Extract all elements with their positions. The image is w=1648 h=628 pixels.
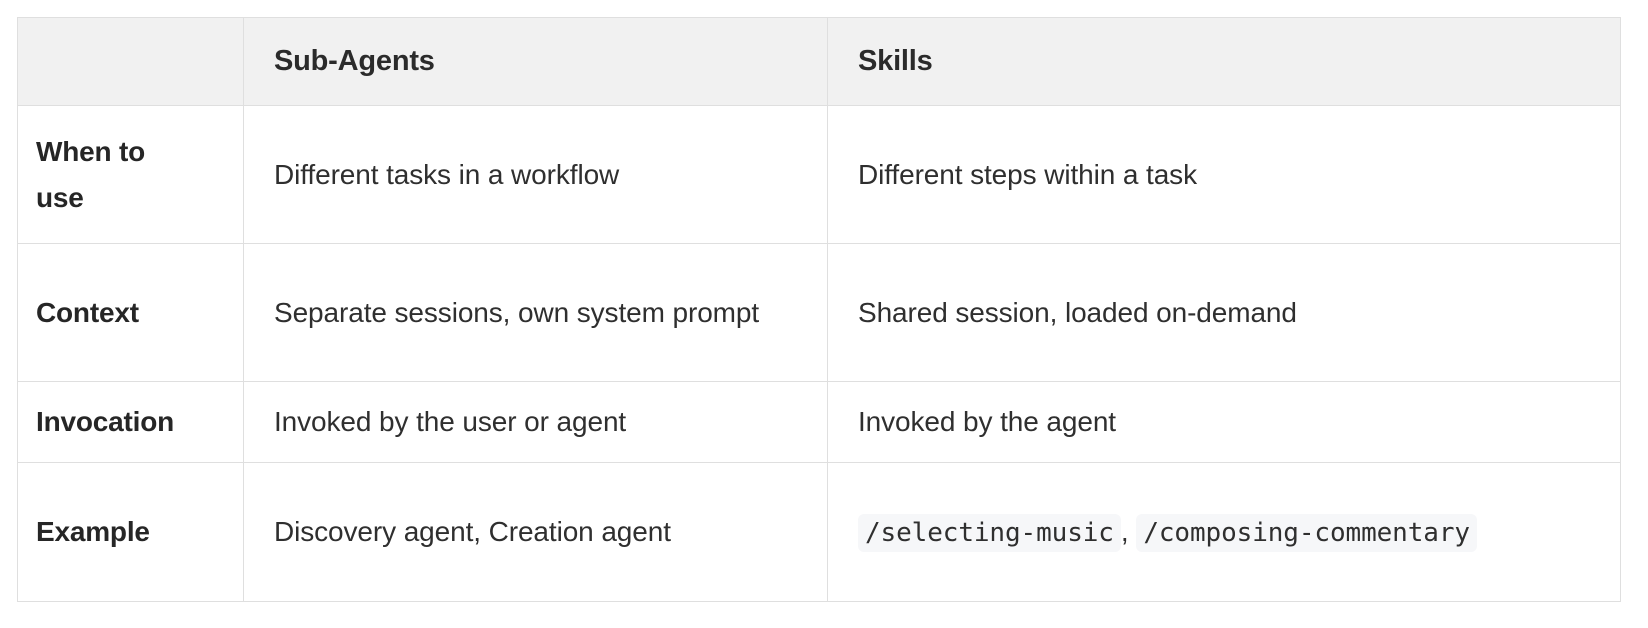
cell-skills-invocation: Invoked by the agent (827, 381, 1621, 463)
table-row: Invocation Invoked by the user or agent … (17, 381, 1621, 463)
cell-text: Different tasks in a workflow (274, 158, 620, 190)
cell-text: Discovery agent, Creation agent (274, 516, 671, 548)
table-row: When to use Different tasks in a workflo… (17, 105, 1621, 244)
cell-sub-agents-when-to-use: Different tasks in a workflow (243, 105, 828, 244)
row-label-text: When to use (36, 136, 146, 213)
row-label-text: Invocation (36, 406, 175, 438)
comparison-table: Sub-Agents Skills When to use Different … (17, 17, 1621, 602)
comparison-table-container: Sub-Agents Skills When to use Different … (17, 17, 1621, 602)
table-header-row: Sub-Agents Skills (17, 17, 1621, 106)
row-label-text: Example (36, 516, 150, 548)
cell-text: Invoked by the agent (858, 406, 1116, 438)
table-head: Sub-Agents Skills (17, 17, 1621, 106)
cell-text: Shared session, loaded on-demand (858, 296, 1297, 328)
code-token-composing-commentary: /composing-commentary (1136, 514, 1477, 552)
cell-text: Different steps within a task (858, 158, 1197, 190)
table-header-corner (17, 17, 244, 106)
row-label-invocation: Invocation (17, 381, 244, 463)
table-header-sub-agents: Sub-Agents (243, 17, 828, 106)
code-separator: , (1120, 516, 1129, 547)
cell-skills-example: /selecting-music, /composing-commentary (827, 462, 1621, 602)
cell-sub-agents-context: Separate sessions, own system prompt (243, 243, 828, 382)
cell-text: Invoked by the user or agent (274, 406, 627, 438)
cell-text: Separate sessions, own system prompt (274, 296, 760, 328)
table-body: When to use Different tasks in a workflo… (17, 105, 1621, 602)
code-token-selecting-music: /selecting-music (858, 514, 1121, 552)
cell-skills-context: Shared session, loaded on-demand (827, 243, 1621, 382)
row-label-when-to-use: When to use (17, 105, 244, 244)
row-label-example: Example (17, 462, 244, 602)
row-label-context: Context (17, 243, 244, 382)
table-row: Example Discovery agent, Creation agent … (17, 462, 1621, 602)
cell-skills-when-to-use: Different steps within a task (827, 105, 1621, 244)
table-header-skills: Skills (827, 17, 1621, 106)
table-row: Context Separate sessions, own system pr… (17, 243, 1621, 382)
row-label-text: Context (36, 296, 139, 328)
cell-sub-agents-invocation: Invoked by the user or agent (243, 381, 828, 463)
cell-sub-agents-example: Discovery agent, Creation agent (243, 462, 828, 602)
